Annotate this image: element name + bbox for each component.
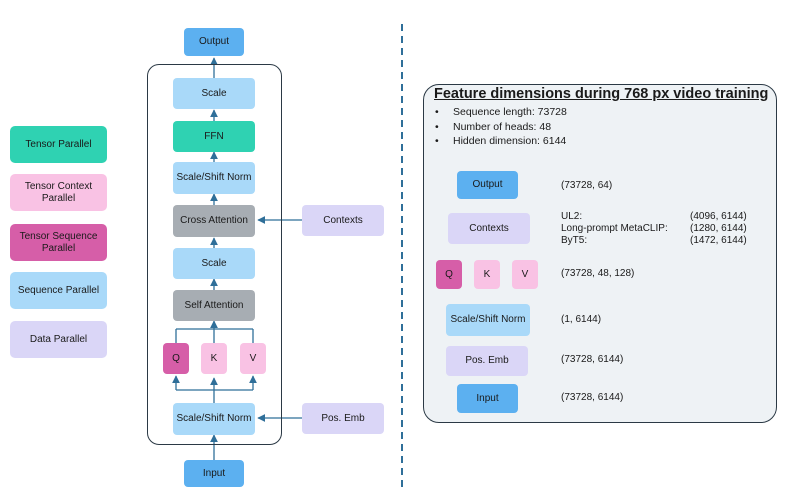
input-node: Input (184, 460, 244, 487)
q-node: Q (163, 343, 189, 374)
panel-contexts-node: Contexts (448, 213, 530, 244)
context-ul2-dim: (4096, 6144) (690, 211, 747, 222)
bullet-number-of-heads: Number of heads: 48 (434, 120, 567, 135)
bullet-hidden-dimension: Hidden dimension: 6144 (434, 134, 567, 149)
contexts-node: Contexts (302, 205, 384, 236)
context-metaclip-dim: (1280, 6144) (690, 223, 747, 234)
qkv-dim: (73728, 48, 128) (561, 268, 635, 279)
panel-k-node: K (474, 260, 500, 289)
legend-sequence-parallel: Sequence Parallel (10, 272, 107, 309)
input-dim: (73728, 6144) (561, 392, 624, 403)
panel-norm-node: Scale/Shift Norm (446, 304, 530, 336)
legend-label: Tensor Context Parallel (24, 180, 93, 204)
panel-bullets: Sequence length: 73728 Number of heads: … (434, 105, 567, 149)
self-attention-node: Self Attention (173, 290, 255, 321)
v-node: V (240, 343, 266, 374)
legend-tensor-context-parallel: Tensor Context Parallel (10, 174, 107, 211)
scale-shift-norm-top-node: Scale/Shift Norm (173, 162, 255, 194)
transformer-block-frame (147, 64, 282, 445)
norm-dim: (1, 6144) (561, 314, 602, 325)
legend-tensor-parallel: Tensor Parallel (10, 126, 107, 163)
panel-output-node: Output (457, 171, 518, 199)
pos-emb-dim: (73728, 6144) (561, 354, 624, 365)
pos-emb-node: Pos. Emb (302, 403, 384, 434)
context-ul2-name: UL2: (561, 211, 583, 222)
ffn-node: FFN (173, 121, 255, 152)
scale-shift-norm-bottom-node: Scale/Shift Norm (173, 403, 255, 435)
panel-pos-emb-node: Pos. Emb (446, 346, 528, 376)
panel-title: Feature dimensions during 768 px video t… (434, 86, 769, 102)
panel-q-node: Q (436, 260, 462, 289)
legend-label: Data Parallel (29, 333, 88, 345)
legend-label: Tensor Sequence Parallel (19, 230, 98, 254)
output-node: Output (184, 28, 244, 56)
scale-top-node: Scale (173, 78, 255, 109)
legend-label: Tensor Parallel (25, 138, 92, 150)
cross-attention-node: Cross Attention (173, 205, 255, 237)
bullet-sequence-length: Sequence length: 73728 (434, 105, 567, 120)
panel-v-node: V (512, 260, 538, 289)
legend-data-parallel: Data Parallel (10, 321, 107, 358)
panel-input-node: Input (457, 384, 518, 413)
context-byt5-dim: (1472, 6144) (690, 235, 747, 246)
scale-mid-node: Scale (173, 248, 255, 279)
k-node: K (201, 343, 227, 374)
context-byt5-name: ByT5: (561, 235, 588, 246)
output-dim: (73728, 64) (561, 180, 613, 191)
legend-tensor-sequence-parallel: Tensor Sequence Parallel (10, 224, 107, 261)
context-metaclip-name: Long-prompt MetaCLIP: (561, 223, 668, 234)
legend-label: Sequence Parallel (17, 284, 100, 296)
